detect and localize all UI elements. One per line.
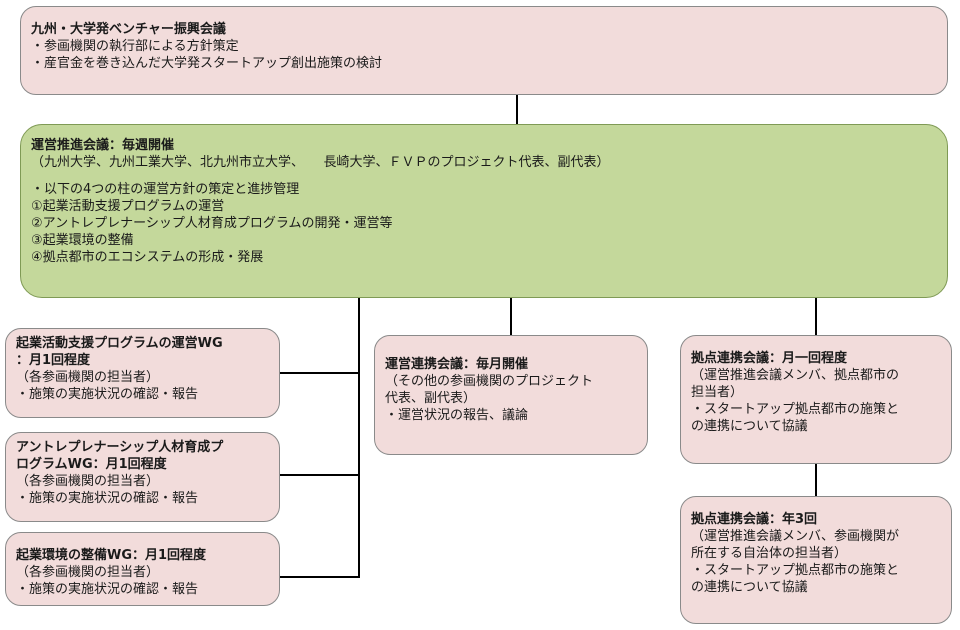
hub-meeting-yearly-line-1: （運営推進会議メンバ、参画機関が bbox=[691, 529, 900, 544]
hub-meeting-monthly-line-2: 担当者） bbox=[691, 385, 744, 400]
wg-startup-support-title-1: 起業活動支援プログラムの運営WG bbox=[16, 336, 223, 351]
wg-entrepreneurship-line-2: ・施策の実施状況の確認・報告 bbox=[16, 491, 199, 506]
hub-meeting-monthly-line-3: ・スタートアップ拠点都市の施策と bbox=[691, 402, 900, 417]
hub-meeting-yearly-box: 拠点連携会議：年3回 （運営推進会議メンバ、参画機関が 所在する自治体の担当者）… bbox=[680, 496, 952, 624]
wg-startup-support-box: 起業活動支援プログラムの運営WG ：月1回程度 （各参画機関の担当者） ・施策の… bbox=[5, 328, 280, 418]
venture-council-box: 九州・大学発ベンチャー振興会議 ・参画機関の執行部による方針策定 ・産官金を巻き… bbox=[20, 6, 948, 95]
venture-council-line-2: ・産官金を巻き込んだ大学発スタートアップ創出施策の検討 bbox=[31, 56, 383, 71]
wg-entrepreneurship-box: アントレプレナーシップ人材育成プ ログラムWG：月1回程度 （各参画機関の担当者… bbox=[5, 432, 280, 522]
steering-meeting-title: 運営推進会議：毎週開催 bbox=[31, 138, 175, 153]
steering-meeting-members: （九州大学、九州工業大学、北九州市立大学、 長崎大学、ＦＶＰのプロジェクト代表、… bbox=[31, 155, 610, 170]
wg-environment-box: 起業環境の整備WG：月1回程度 （各参画機関の担当者） ・施策の実施状況の確認・… bbox=[5, 532, 280, 606]
hub-meeting-yearly-line-2: 所在する自治体の担当者） bbox=[691, 546, 848, 561]
wg-startup-support-title-2: ：月1回程度 bbox=[16, 353, 91, 368]
connector-wg2 bbox=[280, 474, 359, 476]
connector-wg3 bbox=[280, 576, 359, 578]
steering-meeting-line-5: ④拠点都市のエコシステムの形成・発展 bbox=[31, 250, 264, 265]
connector-steering-to-liaison bbox=[510, 298, 512, 335]
connector-steering-to-wg bbox=[358, 298, 360, 578]
wg-startup-support-line-2: ・施策の実施状況の確認・報告 bbox=[16, 387, 199, 402]
wg-environment-line-2: ・施策の実施状況の確認・報告 bbox=[16, 582, 199, 597]
venture-council-title: 九州・大学発ベンチャー振興会議 bbox=[31, 22, 226, 37]
hub-meeting-yearly-line-4: の連携について協議 bbox=[691, 580, 808, 595]
spacer bbox=[31, 171, 937, 181]
wg-environment-title: 起業環境の整備WG：月1回程度 bbox=[16, 548, 207, 563]
hub-meeting-yearly-line-3: ・スタートアップ拠点都市の施策と bbox=[691, 563, 900, 578]
hub-meeting-yearly-title: 拠点連携会議：年3回 bbox=[691, 512, 818, 527]
wg-entrepreneurship-title-2: ログラムWG：月1回程度 bbox=[16, 457, 167, 472]
steering-meeting-box: 運営推進会議：毎週開催 （九州大学、九州工業大学、北九州市立大学、 長崎大学、Ｆ… bbox=[20, 124, 948, 298]
wg-entrepreneurship-title-1: アントレプレナーシップ人材育成プ bbox=[16, 440, 224, 455]
liaison-meeting-line-2: 代表、副代表） bbox=[385, 391, 477, 406]
liaison-meeting-box: 運営連携会議：毎月開催 （その他の参画機関のプロジェクト 代表、副代表） ・運営… bbox=[374, 335, 648, 455]
venture-council-line-1: ・参画機関の執行部による方針策定 bbox=[31, 39, 239, 54]
hub-meeting-monthly-line-1: （運営推進会議メンバ、拠点都市の bbox=[691, 368, 900, 383]
steering-meeting-line-2: ①起業活動支援プログラムの運営 bbox=[31, 199, 225, 214]
liaison-meeting-line-3: ・運営状況の報告、議論 bbox=[385, 408, 529, 423]
hub-meeting-monthly-title: 拠点連携会議：月一回程度 bbox=[691, 351, 848, 366]
wg-environment-line-1: （各参画機関の担当者） bbox=[16, 565, 160, 580]
connector-hub-monthly-to-yearly bbox=[815, 464, 817, 496]
steering-meeting-line-1: ・以下の4つの柱の運営方針の策定と進捗管理 bbox=[31, 182, 300, 197]
liaison-meeting-line-1: （その他の参画機関のプロジェクト bbox=[385, 374, 594, 389]
connector-steering-to-hub-monthly bbox=[815, 298, 817, 335]
connector-wg1 bbox=[280, 372, 359, 374]
steering-meeting-line-3: ②アントレプレナーシップ人材育成プログラムの開発・運営等 bbox=[31, 216, 393, 231]
wg-startup-support-line-1: （各参画機関の担当者） bbox=[16, 370, 160, 385]
steering-meeting-line-4: ③起業環境の整備 bbox=[31, 233, 134, 248]
wg-entrepreneurship-line-1: （各参画機関の担当者） bbox=[16, 474, 160, 489]
connector-top-to-steering bbox=[516, 95, 518, 125]
liaison-meeting-title: 運営連携会議：毎月開催 bbox=[385, 357, 529, 372]
hub-meeting-monthly-line-4: の連携について協議 bbox=[691, 419, 808, 434]
hub-meeting-monthly-box: 拠点連携会議：月一回程度 （運営推進会議メンバ、拠点都市の 担当者） ・スタート… bbox=[680, 335, 952, 464]
